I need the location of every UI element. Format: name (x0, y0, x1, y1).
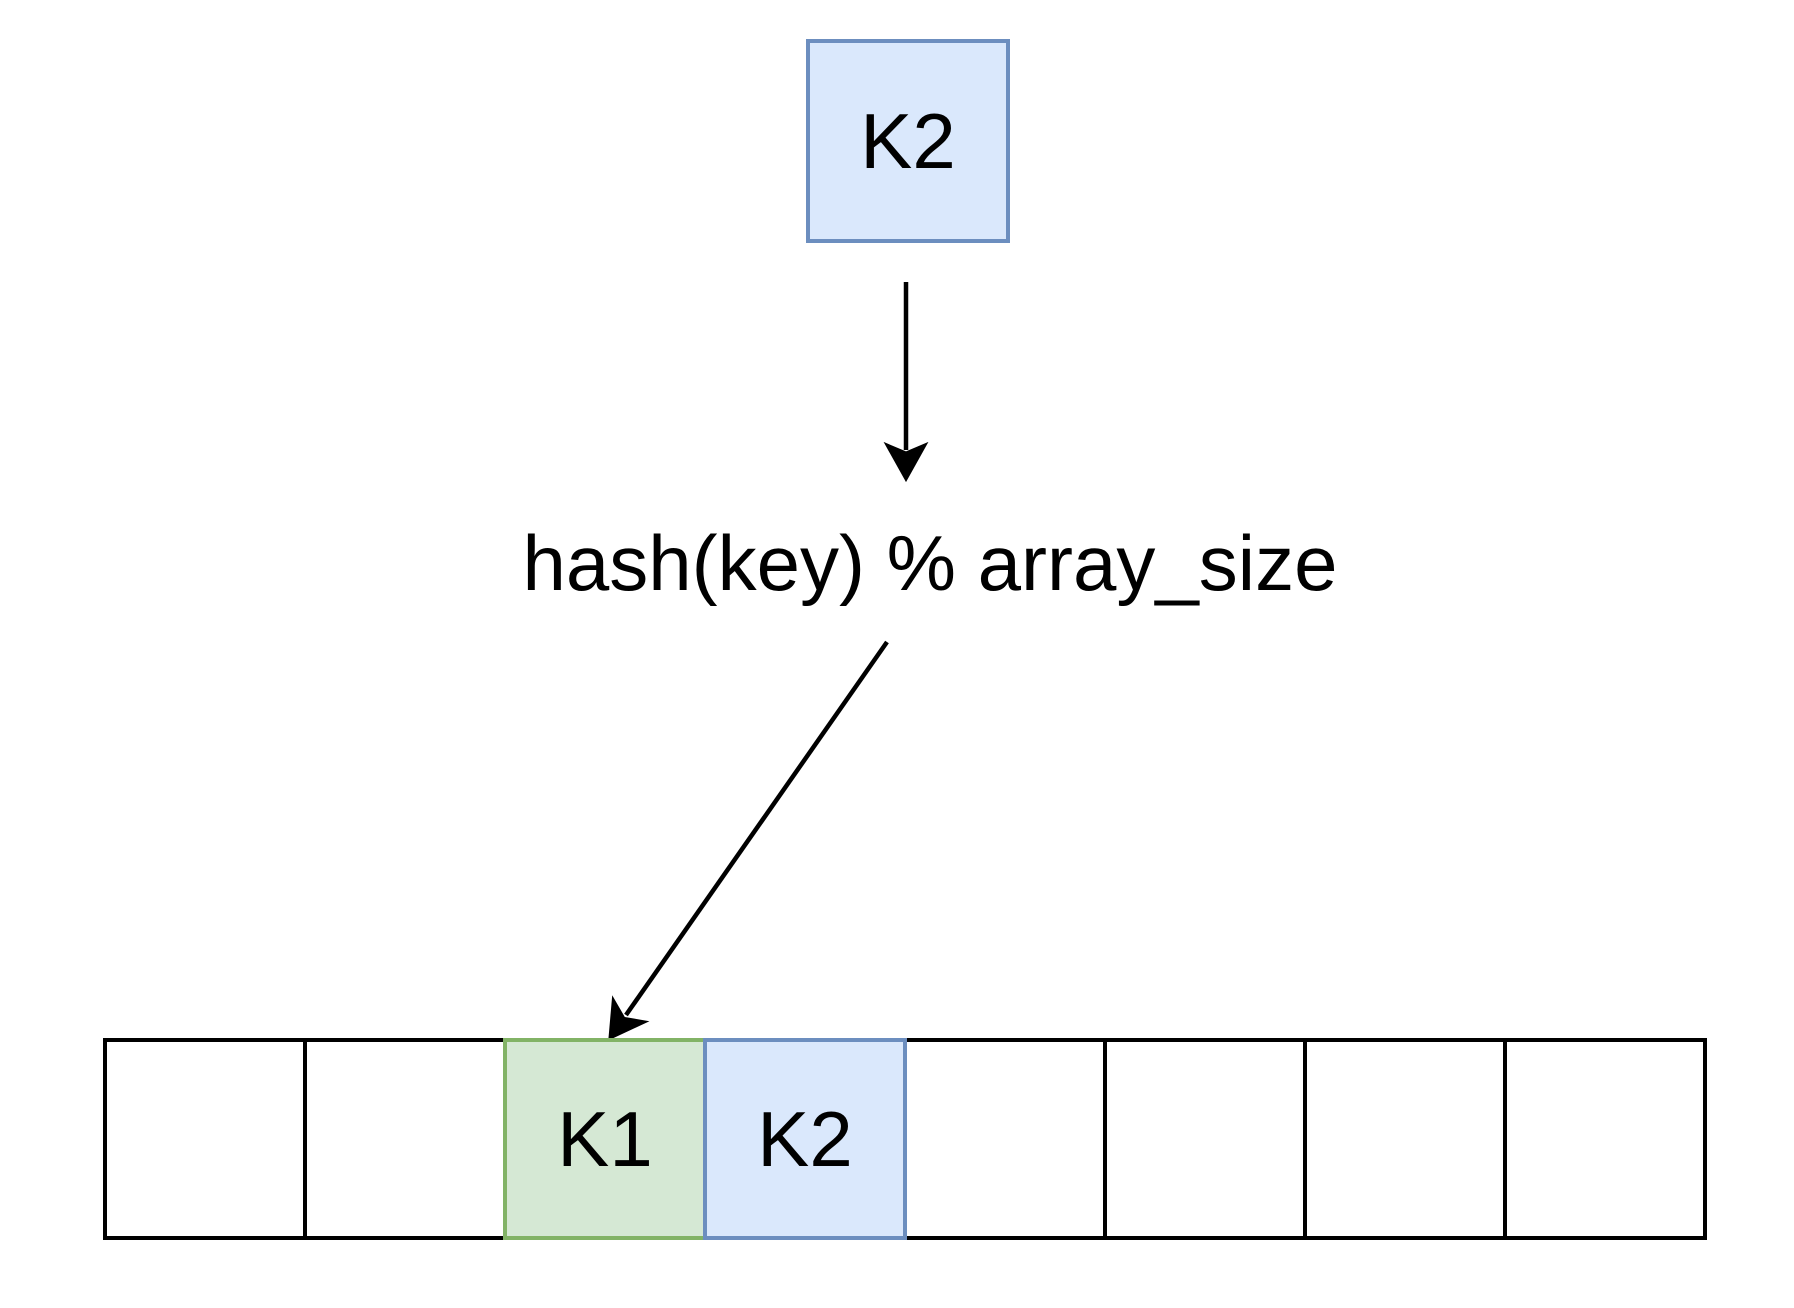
array-cell-4 (903, 1038, 1107, 1240)
array-cell-5 (1103, 1038, 1307, 1240)
array-cell-label: K1 (557, 1095, 653, 1183)
array-cell-0 (103, 1038, 307, 1240)
array-cell-6 (1303, 1038, 1507, 1240)
hash-array: K1 K2 (103, 1038, 1707, 1240)
array-cell-k1: K1 (503, 1038, 707, 1240)
down-arrow-icon (883, 282, 929, 483)
array-cell-k2: K2 (703, 1038, 907, 1240)
hash-function-label: hash(key) % array_size (522, 519, 1338, 607)
array-cell-1 (303, 1038, 507, 1240)
array-cell-7 (1503, 1038, 1707, 1240)
diagonal-arrow-icon (608, 640, 889, 1041)
key-box: K2 (806, 39, 1010, 243)
array-cell-label: K2 (757, 1095, 853, 1183)
key-box-label: K2 (860, 97, 956, 185)
